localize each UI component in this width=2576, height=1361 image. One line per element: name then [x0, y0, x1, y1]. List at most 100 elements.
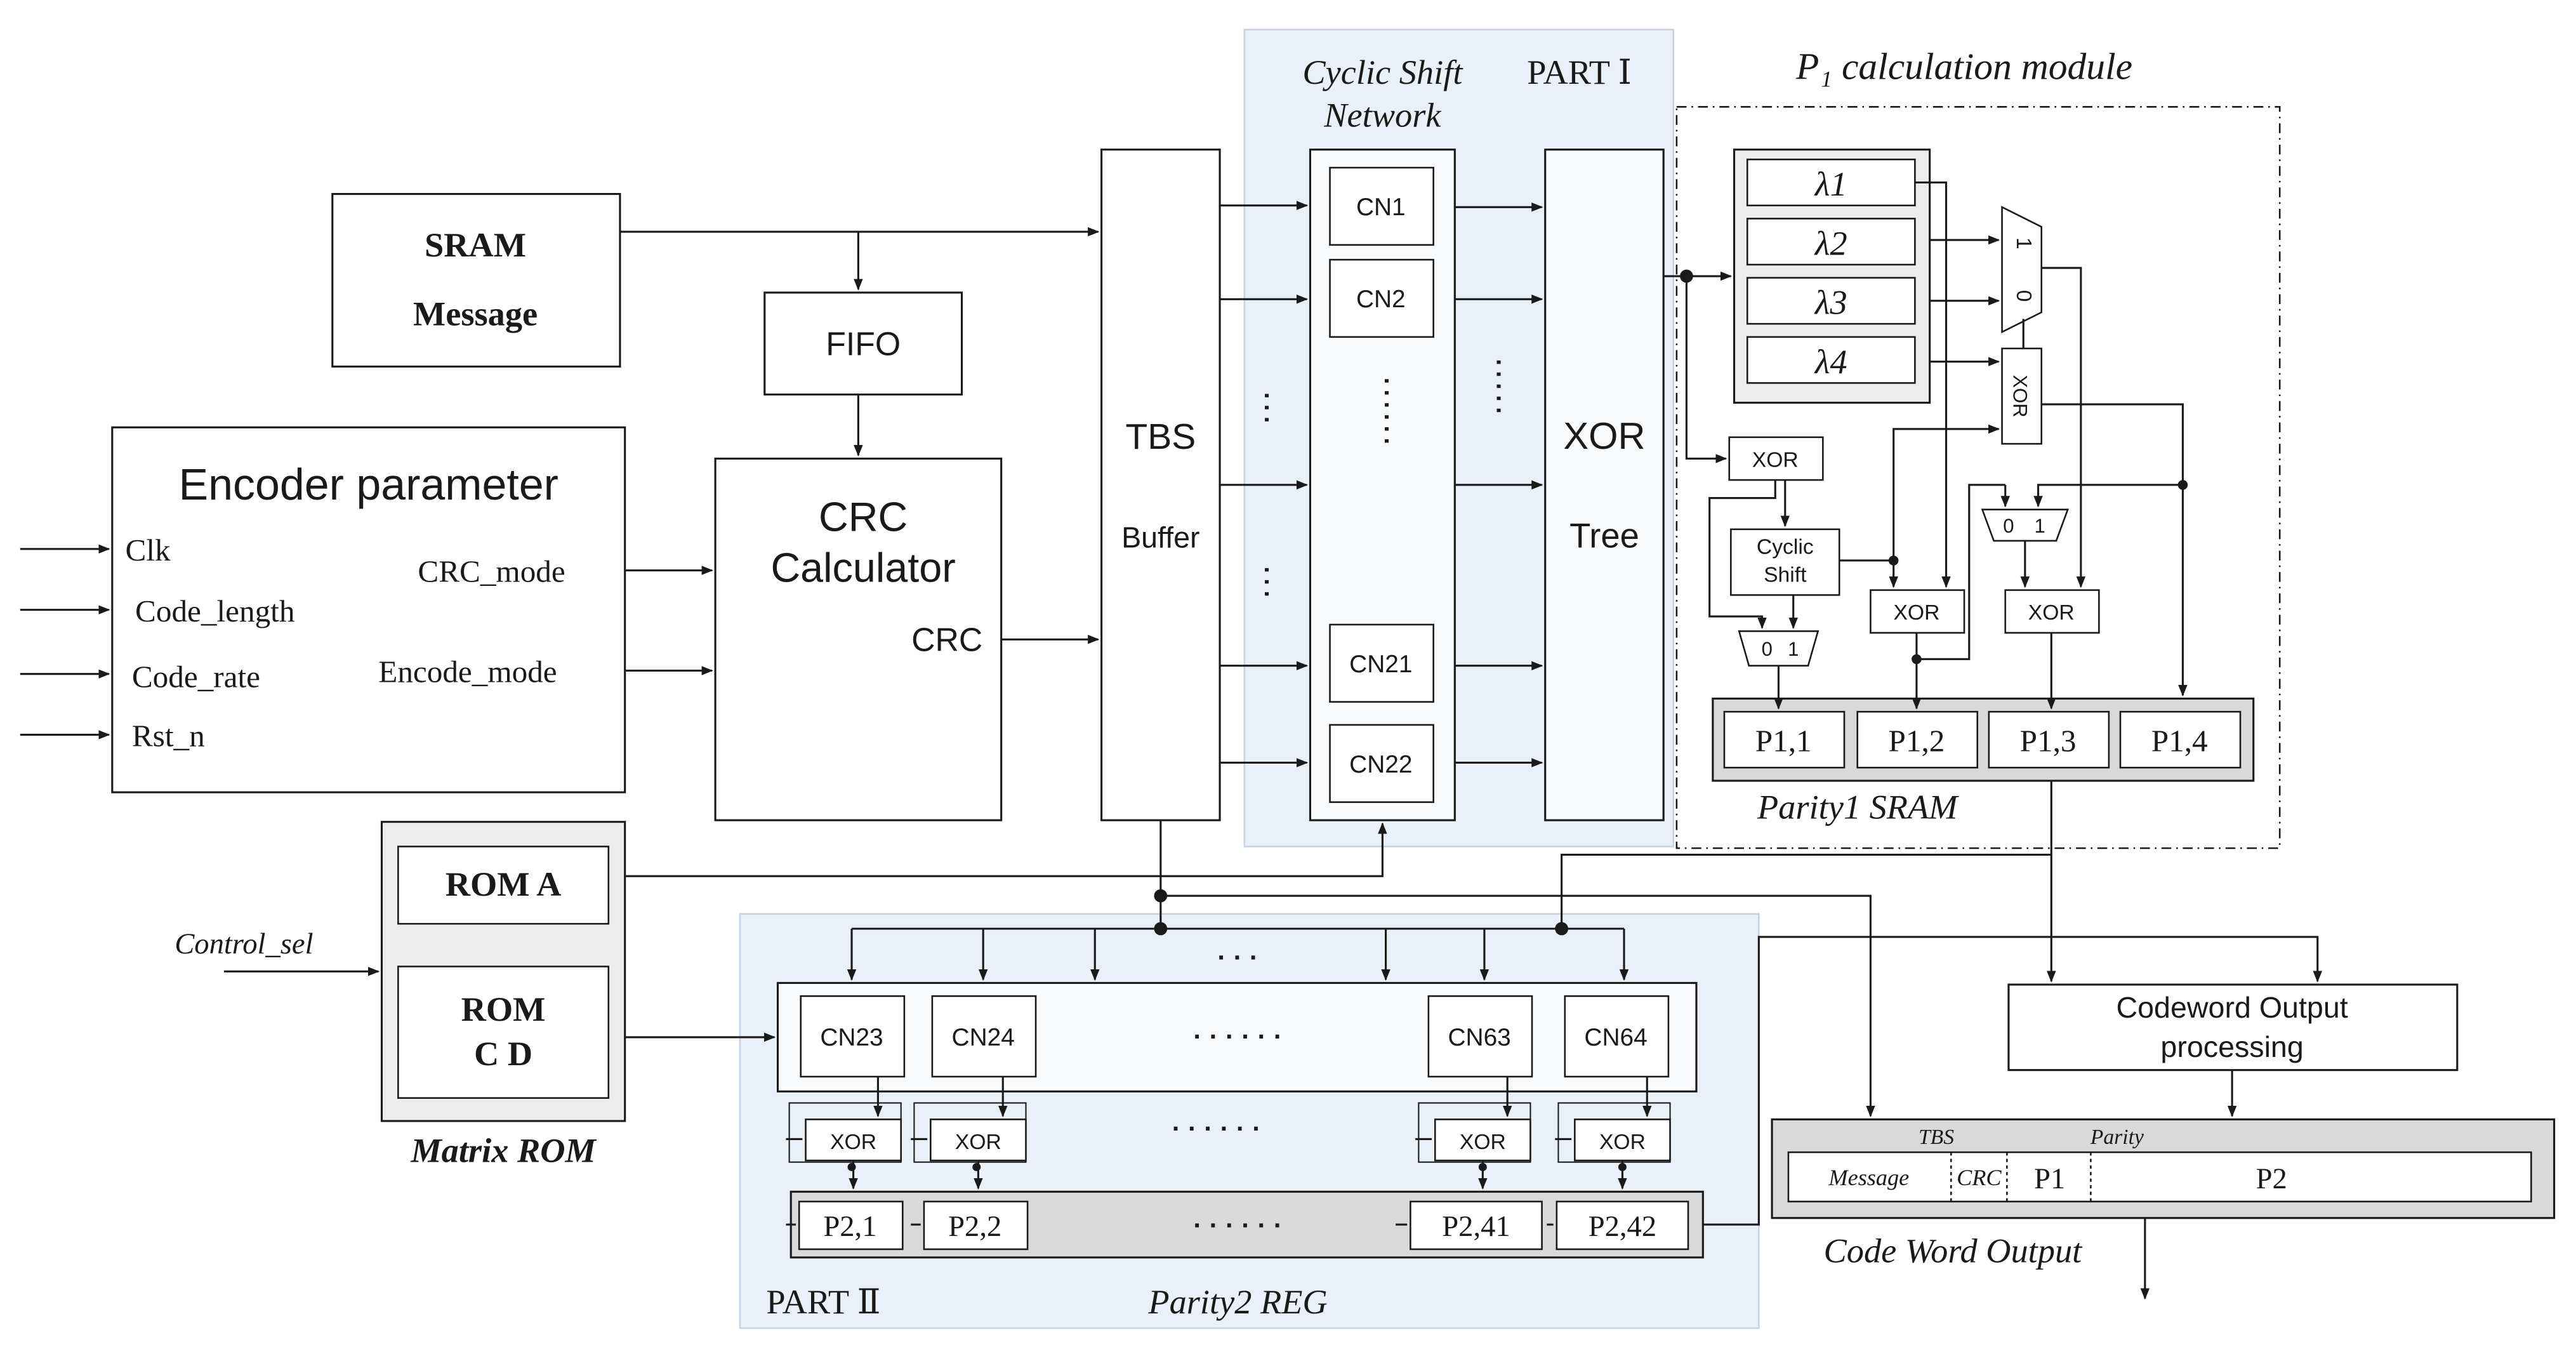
cn-middle-dots: ······ [1369, 375, 1410, 447]
top-mux-input-0: 0 [2012, 290, 2035, 302]
xor-left-dots: ····· [1481, 356, 1521, 416]
fifo-label: FIFO [826, 325, 901, 362]
xor-vertical-label: XOR [2009, 375, 2031, 417]
tbs-left-dots-2: ··· [1249, 564, 1290, 600]
cn24-box [931, 995, 1037, 1078]
cyclic-shift-network-box [1309, 149, 1456, 821]
xor-part2-label-1: XOR [830, 1131, 876, 1154]
tbs-buffer-box [1100, 149, 1221, 821]
parity2-reg-label: Parity2 REG [1147, 1283, 1327, 1321]
xor-part2-label-4: XOR [1599, 1131, 1646, 1154]
lambda2-box [1746, 218, 1916, 266]
crc-calculator-line1: CRC [819, 493, 908, 540]
cn64-box [1564, 995, 1670, 1078]
rom-a-label: ROM A [446, 865, 562, 903]
part2-reg-ellipsis: · · · · · · [1193, 1211, 1282, 1240]
p1-4-label: P1,4 [2151, 723, 2208, 758]
parity1-sram-label: Parity1 SRAM [1757, 788, 1959, 827]
cyclic-shift-network-label2: Network [1323, 96, 1441, 134]
part2-cn-ellipsis: · · · · · · [1193, 1022, 1282, 1051]
tbs-left-dots-1: ··· [1249, 390, 1290, 426]
part2-xor-ellipsis: · · · · · · [1172, 1114, 1261, 1143]
lambda4-box [1746, 336, 1916, 384]
cn63-label: CN63 [1448, 1024, 1511, 1051]
bottom-left-mux-shape [1738, 630, 1820, 667]
p1-module-boundary [1675, 106, 2281, 849]
part1-label: PART Ⅰ [1527, 53, 1632, 91]
code-word-output-label: Code Word Output [1824, 1232, 2084, 1270]
code-word-p2-field: P2 [2256, 1162, 2287, 1195]
xor-p1-right-label: XOR [2028, 601, 2075, 625]
p2-42-box [1556, 1200, 1689, 1251]
encoder-parameter-title: Encoder parameter [179, 460, 558, 509]
lambda3-label: λ3 [1814, 284, 1847, 322]
p2-1-box [798, 1200, 904, 1251]
encoder-parameter-box [111, 426, 626, 793]
p1-2-box [1856, 710, 1979, 769]
cn22-box [1329, 724, 1434, 803]
cn1-box [1329, 166, 1434, 246]
cn21-box [1329, 623, 1434, 703]
rom-cd-box [397, 966, 610, 1099]
code-word-parity-label: Parity [2090, 1125, 2144, 1149]
xor-tree-line2: Tree [1569, 516, 1639, 555]
fifo-box [763, 291, 963, 396]
right-mux-shape [1981, 508, 2070, 542]
cn64-label: CN64 [1584, 1024, 1647, 1051]
crc-calculator-box [714, 457, 1003, 821]
top-mux-shape [2001, 206, 2043, 334]
p2-42-label: P2,42 [1589, 1210, 1656, 1243]
input-code-rate-label: Code_rate [132, 659, 260, 694]
cn23-label: CN23 [820, 1024, 883, 1051]
p2-41-box [1410, 1200, 1543, 1251]
right-mux-input-1: 1 [2034, 515, 2045, 537]
codeword-output-processing-line2: processing [2160, 1030, 2303, 1063]
tbs-buffer-line2: Buffer [1121, 521, 1199, 554]
part2-label: PART Ⅱ [766, 1283, 880, 1321]
xor-part2-box-3 [1434, 1119, 1531, 1162]
p1-2-label: P1,2 [1889, 723, 1945, 758]
cn22-label: CN22 [1349, 751, 1412, 778]
xor-p1-middle-box [1870, 589, 1965, 634]
cyclic-shift-line1: Cyclic [1757, 536, 1814, 559]
p1-1-box [1723, 710, 1846, 769]
output-crc-mode-label: CRC_mode [418, 554, 565, 589]
rom-cd-line2: C D [474, 1035, 532, 1073]
code-word-crc-field: CRC [1957, 1165, 2002, 1190]
tbs-buffer-line1: TBS [1125, 416, 1196, 457]
right-mux-input-0: 0 [2003, 515, 2014, 537]
p1-3-box [1988, 710, 2110, 769]
sram-message-line1: SRAM [425, 226, 526, 264]
cn24-label: CN24 [952, 1024, 1015, 1051]
crc-output-label: CRC [911, 621, 982, 658]
lambda4-label: λ4 [1814, 343, 1847, 381]
p2-2-box [923, 1200, 1029, 1251]
code-word-message-field: Message [1828, 1165, 1909, 1190]
p1-4-box [2119, 710, 2242, 769]
rom-cd-line1: ROM [461, 990, 546, 1028]
top-mux-input-1: 1 [2012, 237, 2035, 249]
input-rst-n-label: Rst_n [132, 719, 205, 754]
cn21-label: CN21 [1349, 651, 1412, 678]
xor-part2-label-3: XOR [1460, 1131, 1506, 1154]
xor-part2-label-2: XOR [955, 1131, 1001, 1154]
cn23-box [800, 995, 906, 1078]
xor-p1-right-box [2004, 589, 2100, 634]
crc-calculator-line2: Calculator [770, 545, 955, 591]
input-clk-label: Clk [126, 533, 171, 568]
cyclic-shift-network-label1: Cyclic Shift [1302, 53, 1463, 91]
bottom-left-mux-input-1: 1 [1788, 638, 1799, 660]
cn1-label: CN1 [1356, 194, 1406, 221]
cn2-label: CN2 [1356, 286, 1406, 313]
sram-message-line2: Message [413, 295, 538, 333]
bottom-left-mux-input-0: 0 [1762, 638, 1773, 660]
p2-2-label: P2,2 [948, 1210, 1001, 1243]
xor-vertical-box [2001, 347, 2043, 445]
lambda3-box [1746, 277, 1916, 325]
code-word-inner-box [1787, 1151, 2532, 1203]
codeword-output-processing-box [2007, 983, 2459, 1072]
rom-a-box [397, 846, 610, 925]
lambda2-label: λ2 [1814, 224, 1847, 262]
cn2-box [1329, 258, 1434, 338]
